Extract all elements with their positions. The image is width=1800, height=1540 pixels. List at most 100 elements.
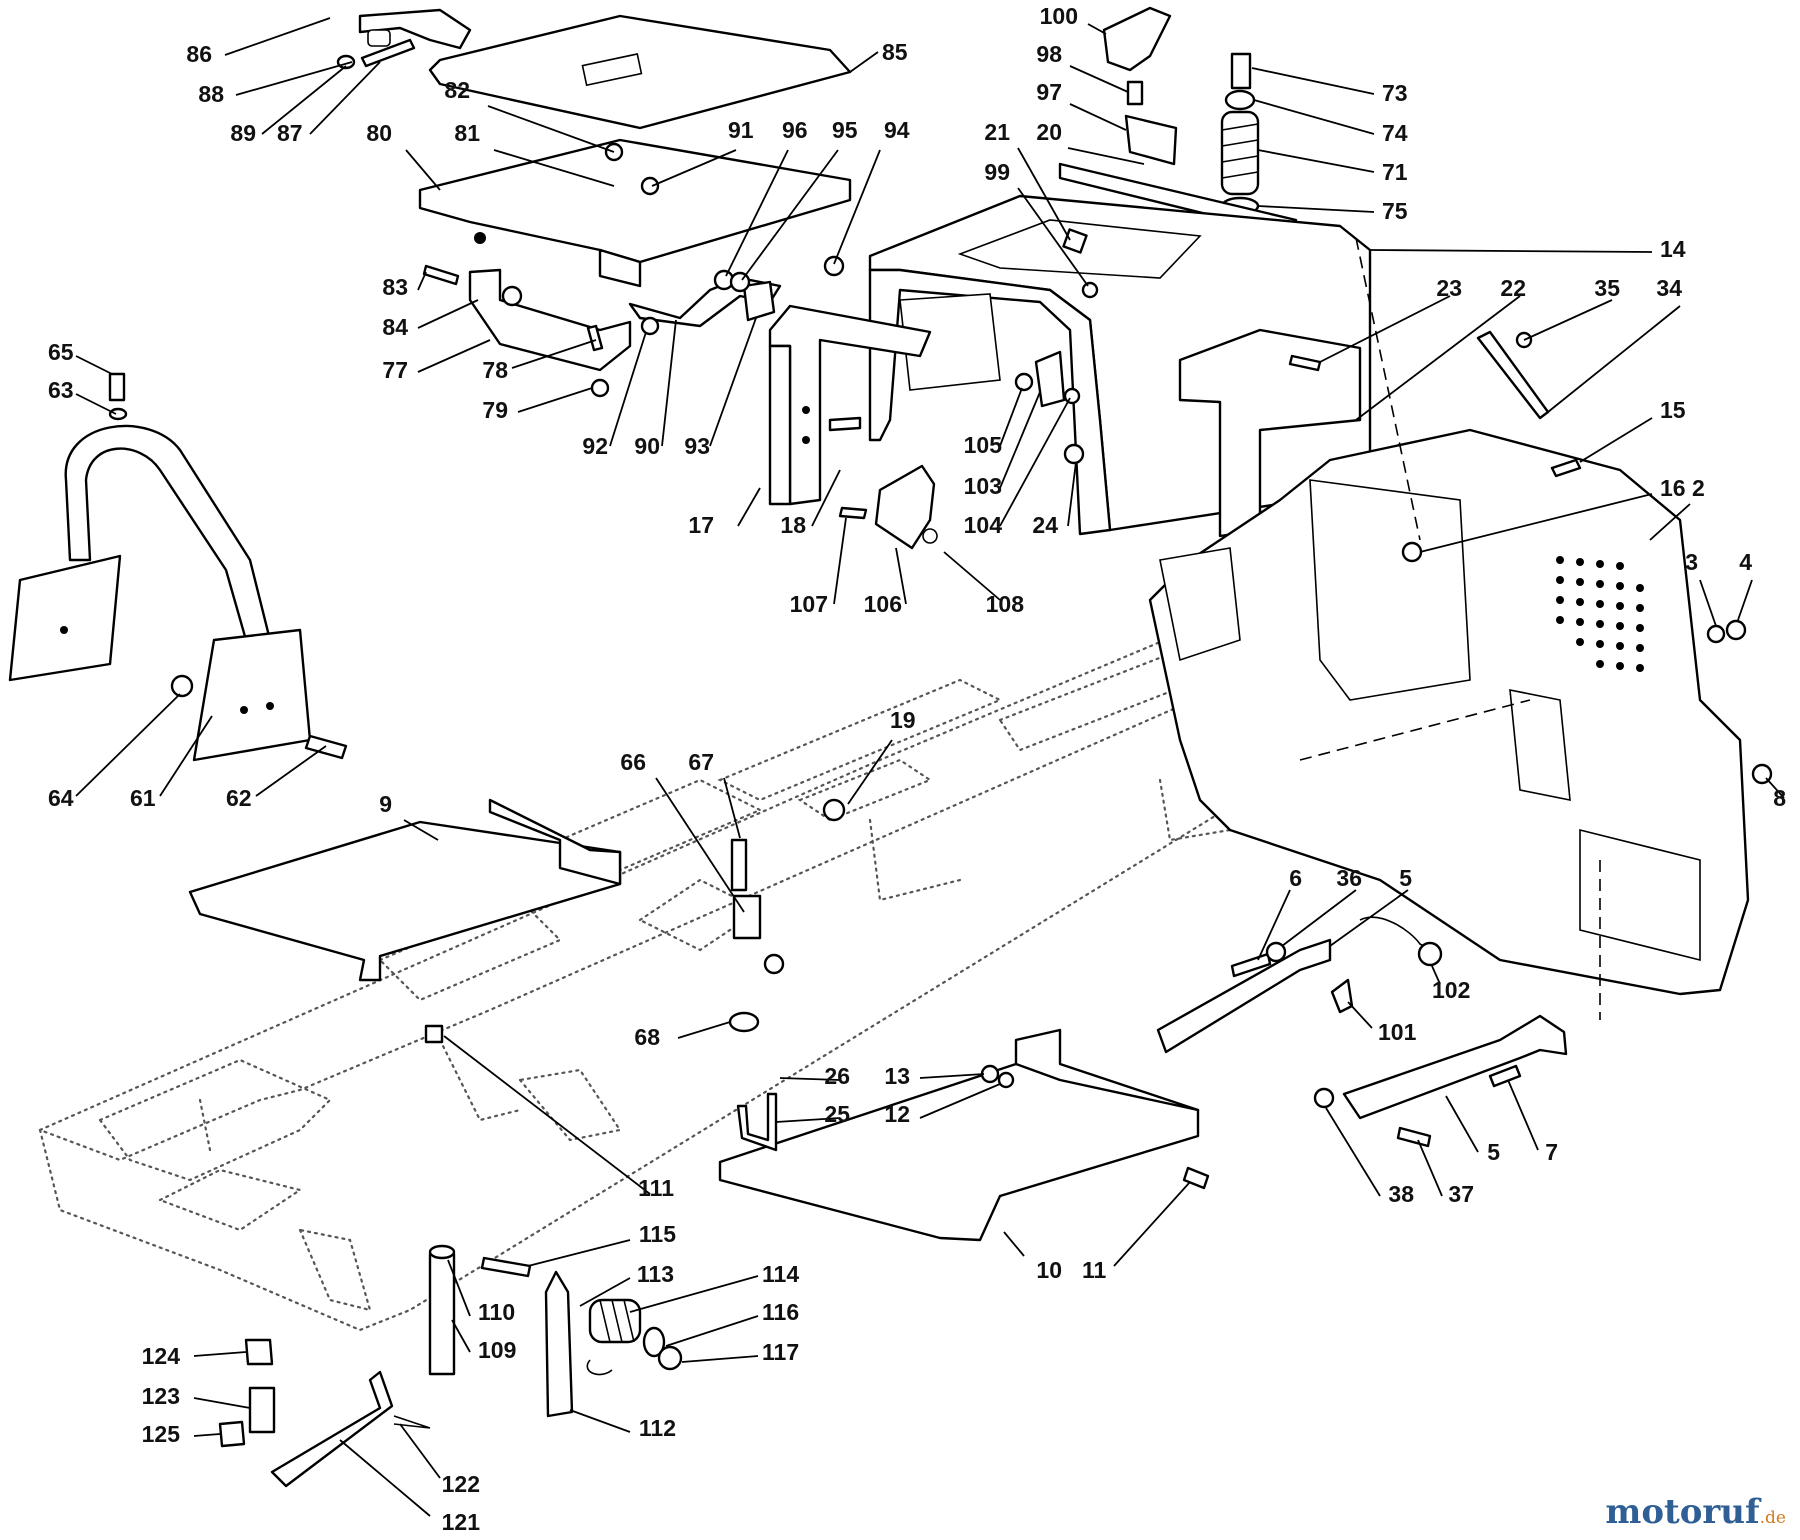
part-91-bolt [640,176,660,196]
part-124-nut [244,1338,274,1366]
callout-label-13: 13 [884,1063,910,1089]
leader-line-66 [655,777,745,913]
leader-line-61 [159,715,213,797]
callout-label-114: 114 [762,1261,799,1287]
part-34-strip [1476,330,1550,420]
leader-line-37 [1417,1139,1443,1197]
leader-line-103 [999,391,1041,489]
callout-label-23: 23 [1436,275,1462,301]
part-80-seat-bracket [418,138,852,264]
part-101-screw [1330,978,1354,1014]
part-12-washer [997,1071,1015,1089]
callout-label-125: 125 [142,1421,181,1447]
callout-label-7: 7 [1545,1139,1558,1165]
leader-line-123 [193,1397,251,1409]
callout-label-6: 6 [1289,865,1302,891]
callout-label-95: 95 [832,117,858,143]
leader-line-114 [629,1275,759,1313]
part-73-bolt [1230,52,1252,90]
callout-label-15: 15 [1660,397,1686,423]
callout-label-12: 12 [884,1101,910,1127]
part-93-clamp [742,280,776,322]
callout-label-77: 77 [382,357,408,383]
part-100-clip [1102,6,1172,72]
leader-line-95 [741,149,839,281]
callout-label-115: 115 [639,1221,676,1247]
leader-line-81 [493,149,615,187]
part-11-bolt [1182,1166,1210,1190]
part-9-box [488,798,622,886]
callout-label-89: 89 [230,120,256,146]
callout-leader-lines [75,17,1785,1517]
leader-line-17 [737,487,761,527]
leader-line-10 [1003,1231,1025,1257]
leader-line-4 [1737,579,1753,621]
leader-line-94 [833,149,881,265]
leader-line-88 [235,61,353,96]
part-65-bolt [108,372,126,402]
callout-label-9: 9 [379,791,392,817]
leader-line-97 [1069,103,1127,131]
leader-line-89 [261,65,347,135]
part-63-washer [108,407,128,421]
part-18-bolt [828,416,862,432]
callout-label-111: 111 [638,1175,674,1201]
leader-line-107 [833,517,847,605]
leader-line-77 [417,339,491,373]
leader-line-74 [1253,99,1375,135]
part-95-washer [729,271,751,293]
callout-label-104: 104 [964,512,1003,538]
part-87-pin [360,38,416,68]
parts-illustration [8,6,1773,1488]
callout-label-36: 36 [1336,865,1362,891]
callout-label-22: 22 [1500,275,1526,301]
leader-line-7 [1507,1079,1539,1151]
callout-label-123: 123 [142,1383,180,1409]
part-98-bolt [1126,80,1144,106]
callout-label-62: 62 [226,785,252,811]
callout-label-24: 24 [1032,512,1058,538]
callout-label-18: 18 [780,512,806,538]
callout-label-73: 73 [1382,80,1408,106]
leader-line-15 [1579,417,1653,463]
callout-label-5: 5 [1399,865,1412,891]
leader-line-11 [1113,1181,1191,1267]
part-64-nut [170,674,194,698]
leader-line-98 [1069,65,1129,93]
leader-line-80 [405,149,441,191]
leader-line-65 [75,355,113,375]
part-94-bolt [823,255,845,277]
leader-line-116 [665,1315,759,1347]
part-109-pin [428,1252,456,1376]
callout-label-91: 91 [728,117,754,143]
part-36-nut [1265,941,1287,963]
leader-line-5 [1329,889,1409,947]
leader-line-22 [1355,295,1521,421]
part-13-nut [980,1064,1000,1084]
part-99-bolt [1081,281,1099,299]
callout-label-106: 106 [864,591,902,617]
leader-line-13 [919,1073,985,1079]
callout-label-67: 67 [688,749,714,775]
callout-label-122: 122 [442,1471,480,1497]
callout-label-63: 63 [48,377,74,403]
leader-line-106 [895,547,907,605]
leader-line-122 [399,1423,441,1479]
leader-line-112 [569,1409,631,1433]
part-14-housing-front [868,268,1112,536]
leader-line-5 [1445,1095,1479,1153]
part-3-washer [1706,624,1726,644]
part-68-bushing [728,1011,760,1033]
callout-label-108: 108 [986,591,1025,617]
leader-line-87 [309,61,381,135]
leader-line-109 [451,1319,471,1353]
leader-line-35 [1523,299,1613,341]
callout-label-8: 8 [1773,785,1786,811]
callout-label-90: 90 [634,433,660,459]
part-15-bolt [1550,458,1582,478]
leader-line-101 [1347,1001,1373,1029]
leader-line-14 [1369,249,1653,253]
callout-label-97: 97 [1036,79,1062,105]
callout-label-64: 64 [48,785,74,811]
